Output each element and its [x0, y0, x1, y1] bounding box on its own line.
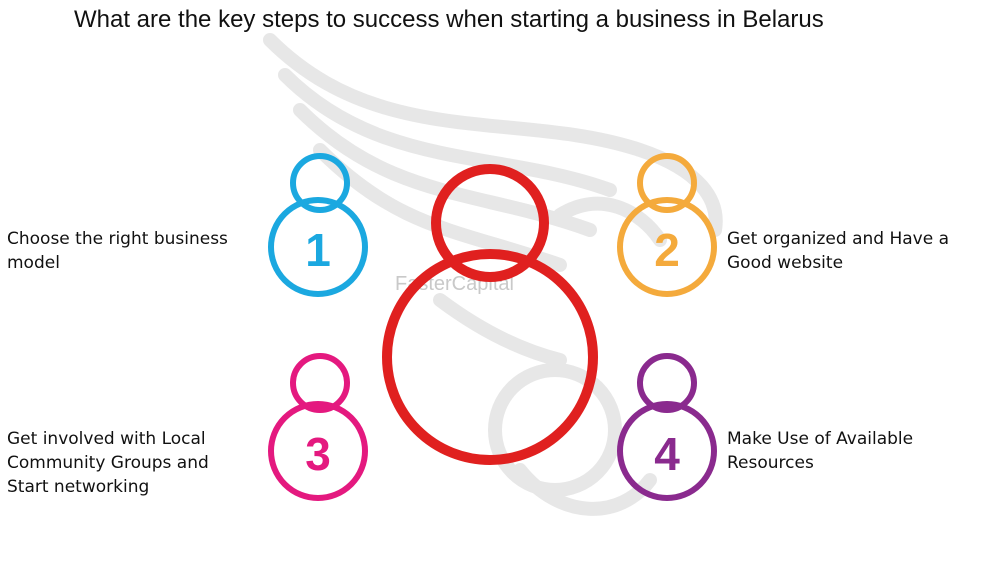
step-1-body [268, 197, 368, 297]
step-3-number: 3 [305, 428, 331, 480]
step-2-person-icon: 2 [617, 153, 717, 297]
step-1-number: 1 [305, 224, 331, 276]
step-2-label: Get organized and Have a Good website [727, 227, 949, 275]
center-person-head [431, 164, 549, 282]
step-3-label: Get involved with Local Community Groups… [7, 427, 209, 499]
watermark-wing-2 [278, 68, 617, 197]
step-3-label-line-3: Start networking [7, 477, 150, 497]
step-1-head [290, 153, 350, 213]
watermark-tail [513, 463, 657, 516]
watermark-body [488, 363, 622, 497]
watermark-head [553, 196, 667, 247]
step-2-number: 2 [654, 224, 680, 276]
step-2-body [617, 197, 717, 297]
step-1-label: Choose the right business model [7, 227, 228, 275]
step-4-body [617, 401, 717, 501]
watermark-wing-5 [433, 293, 567, 367]
watermark-wing-1 [263, 33, 723, 237]
step-3-head [290, 353, 350, 413]
step-4-label: Make Use of Available Resources [727, 427, 913, 475]
center-person-icon [382, 164, 598, 465]
step-4-label-line-2: Resources [727, 453, 814, 473]
step-4-head [637, 353, 697, 413]
step-1-person-icon: 1 [268, 153, 368, 297]
step-4-person-icon: 4 [617, 353, 717, 501]
step-3-person-icon: 3 [268, 353, 368, 501]
center-person-body [382, 249, 598, 465]
step-1-label-line-2: model [7, 253, 60, 273]
step-3-label-line-1: Get involved with Local [7, 429, 206, 449]
page-title: What are the key steps to success when s… [74, 6, 824, 33]
step-2-head [637, 153, 697, 213]
step-2-label-line-2: Good website [727, 253, 844, 273]
step-2-label-line-1: Get organized and Have a [727, 229, 950, 249]
step-3-label-line-2: Community Groups and [7, 453, 209, 473]
step-4-number: 4 [654, 428, 680, 480]
step-4-label-line-1: Make Use of Available [727, 429, 914, 449]
step-3-body [268, 401, 368, 501]
step-1-label-line-1: Choose the right business [7, 229, 228, 249]
